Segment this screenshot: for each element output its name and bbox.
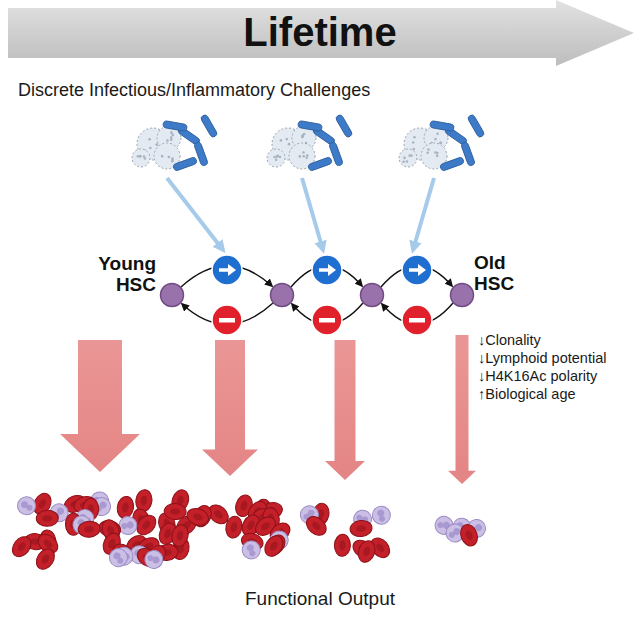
infection-icon: [399, 114, 485, 172]
hsc-circles: [161, 178, 474, 335]
lifetime-arrow: [8, 0, 634, 66]
aging-marker: ↓H4K16Ac polarity: [478, 368, 636, 385]
hsc-circle: [361, 284, 384, 307]
output-caption: Functional Output: [220, 588, 420, 611]
hsc-label: Young HSC: [82, 253, 156, 295]
hsc-circle: [271, 284, 294, 307]
hsc-name: Old HSC: [474, 252, 534, 294]
aging-marker: ↓Clonality: [478, 332, 636, 349]
challenge-caption: Discrete Infectious/Inflammatory Challen…: [18, 80, 458, 102]
aging-marker: ↑Biological age: [478, 386, 636, 403]
timeline-title: Lifetime: [200, 9, 440, 55]
hsc-label: Old HSC: [474, 252, 544, 294]
pathogen-icons: [132, 114, 485, 172]
hsc-circle: [161, 284, 184, 307]
hsc-circle: [451, 284, 474, 307]
aging-marker: ↓Lymphoid potential: [478, 350, 636, 367]
infection-icon: [132, 114, 218, 172]
infection-icon: [267, 114, 353, 172]
hsc-name: Young HSC: [92, 253, 156, 295]
output-arrows: [60, 335, 476, 484]
blood-cells: [9, 488, 490, 573]
